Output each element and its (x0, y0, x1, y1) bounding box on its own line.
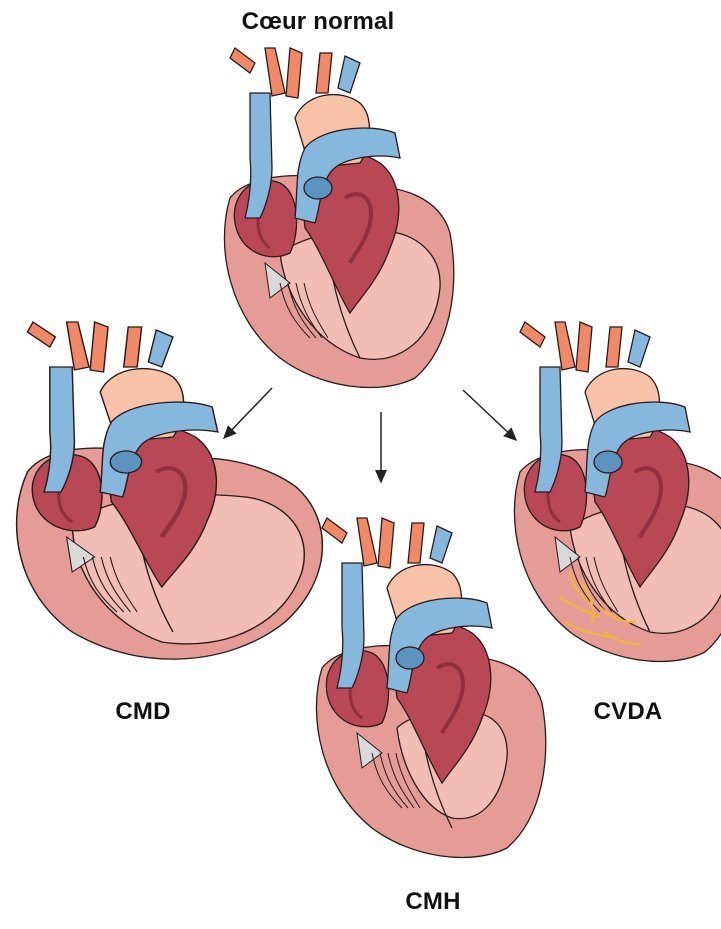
label-cvda: CVDA (594, 698, 663, 726)
pulmonary-opening (396, 647, 424, 669)
artery-branch (90, 322, 108, 372)
vein-branch (338, 56, 360, 93)
artery-branch (520, 322, 545, 347)
arrow-icon-left (224, 388, 272, 438)
heart-body (17, 322, 323, 659)
artery-branch (316, 53, 332, 93)
artery-branch (606, 327, 622, 367)
arrow-icon-right (463, 390, 516, 440)
artery-branch (67, 322, 89, 370)
label-cmh: CMH (405, 888, 460, 916)
vein-branch (430, 526, 452, 563)
vein-branch (148, 330, 173, 367)
heart-body (224, 48, 453, 388)
pulmonary-opening (594, 451, 622, 473)
label-normal-heart: Cœur normal (242, 8, 395, 36)
hypertrophic-heart-illustration (316, 518, 545, 858)
label-cmd: CMD (115, 698, 170, 726)
artery-branch (265, 48, 285, 96)
normal-heart-illustration (224, 48, 453, 388)
arrhythmogenic-heart-illustration (514, 322, 721, 662)
pulmonary-opening (304, 177, 332, 199)
artery-branch (322, 518, 347, 543)
artery-branch (124, 327, 142, 367)
artery-branch (408, 523, 424, 563)
heart-body (316, 518, 545, 858)
artery-branch (555, 322, 575, 370)
dilated-heart-illustration (17, 322, 323, 659)
vein-branch (628, 330, 650, 367)
heart-body (514, 322, 721, 662)
artery-branch (27, 322, 55, 347)
artery-branch (230, 48, 255, 73)
artery-branch (357, 518, 377, 566)
artery-branch (576, 322, 592, 372)
artery-branch (286, 48, 302, 98)
pulmonary-opening (110, 451, 141, 473)
artery-branch (378, 518, 394, 568)
